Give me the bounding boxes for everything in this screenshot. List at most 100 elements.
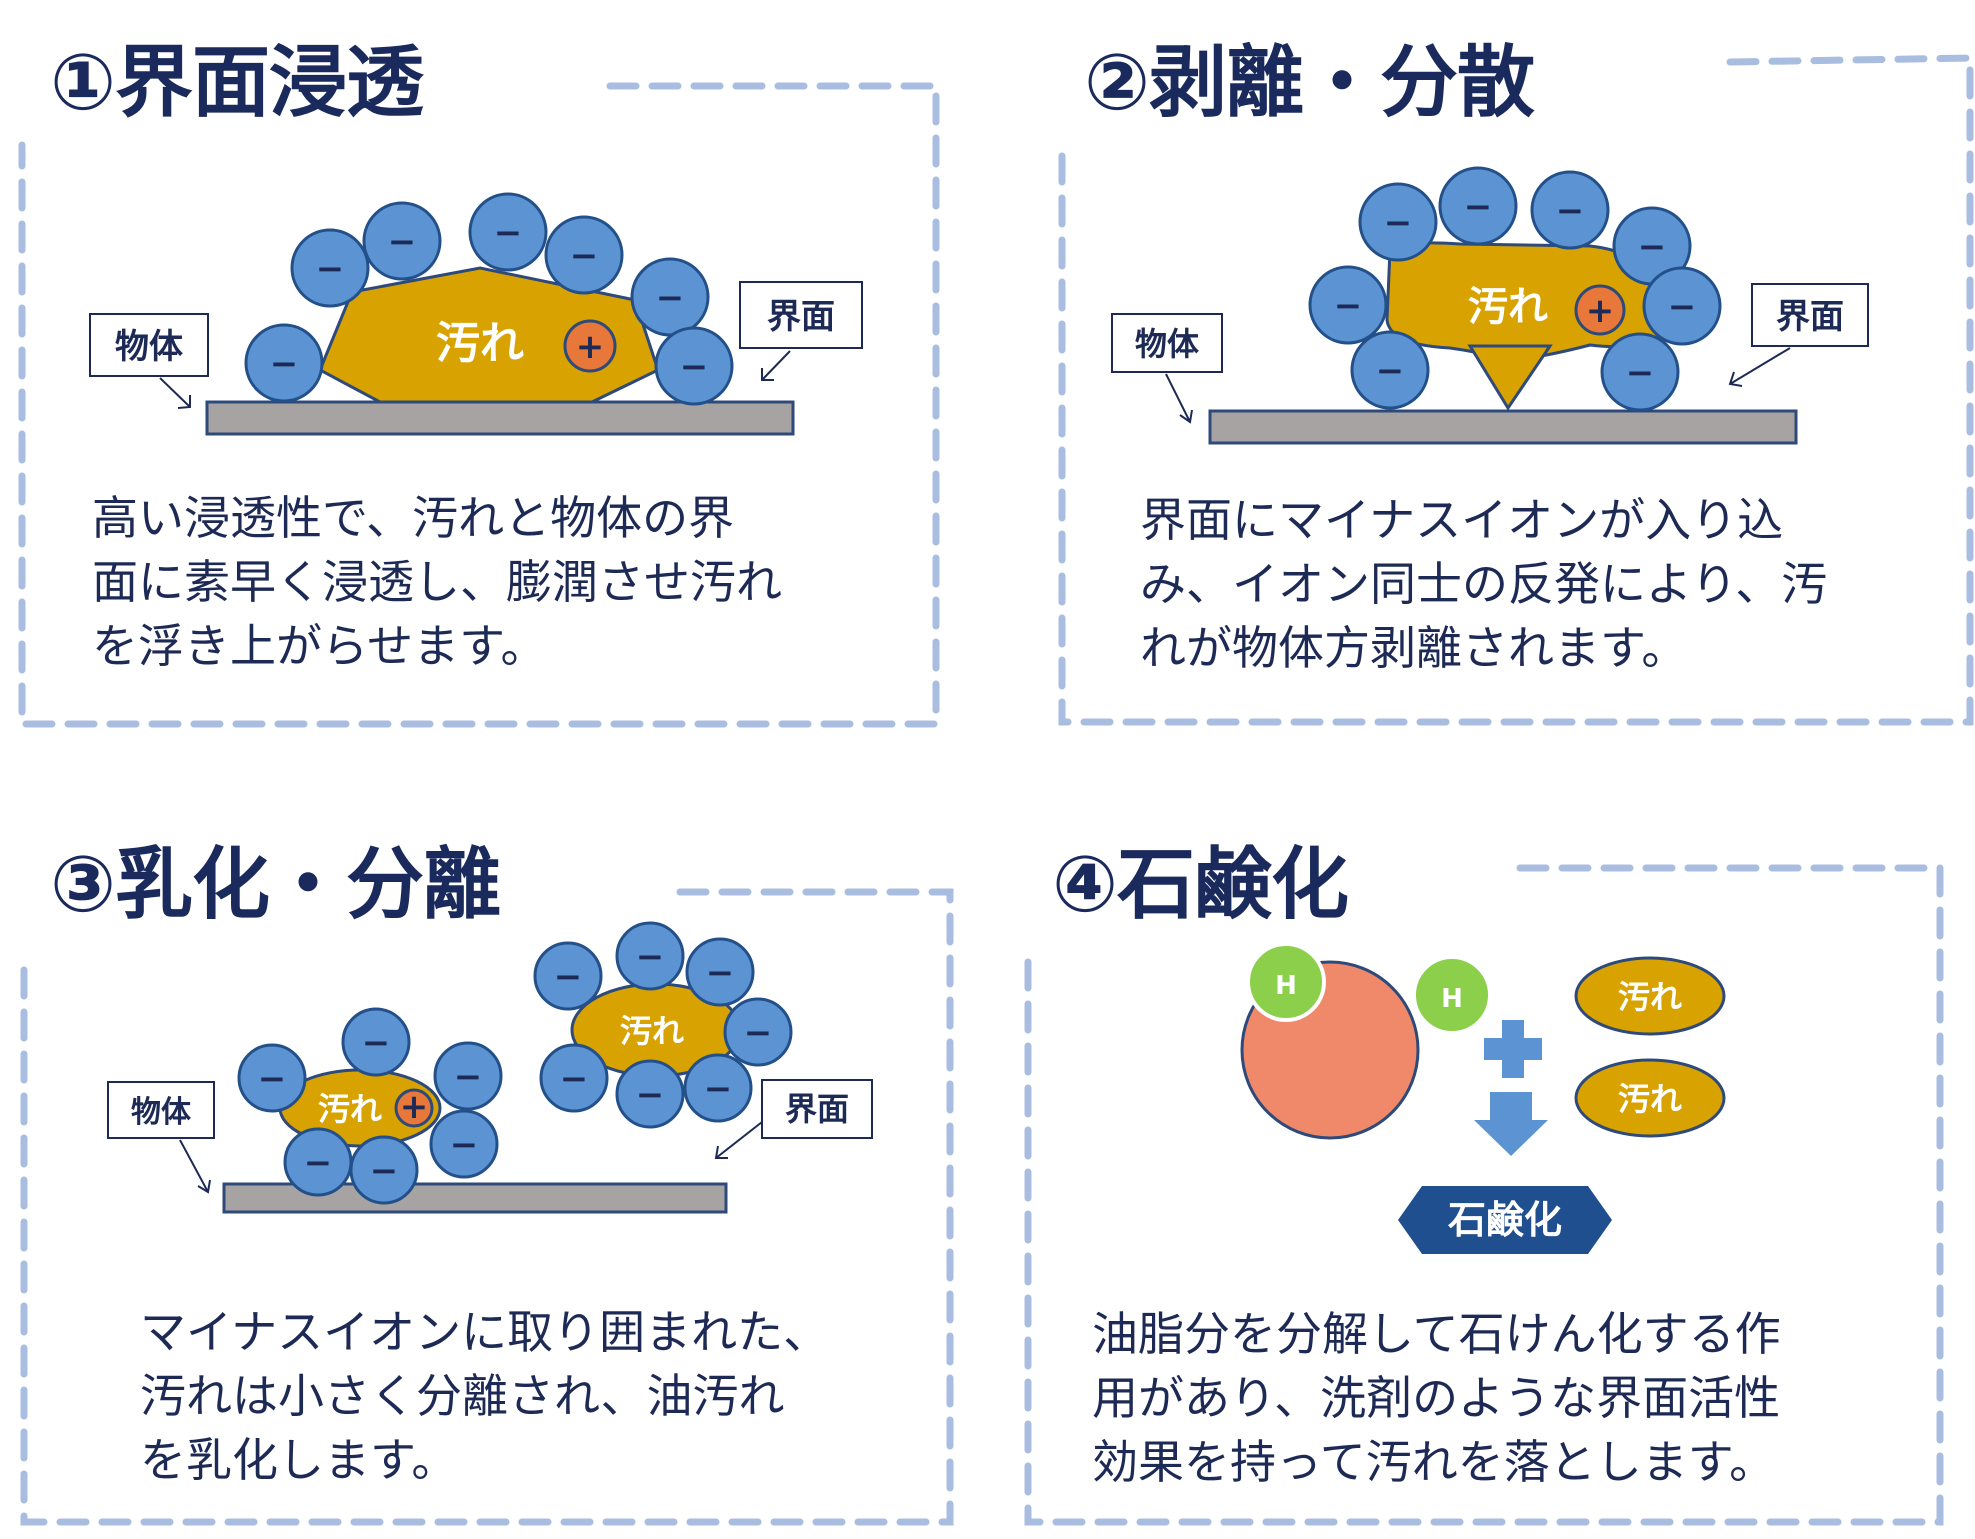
dirt-label: 汚れ	[620, 1012, 684, 1050]
desc-line: 界面にマイナスイオンが入り込	[1140, 493, 1784, 547]
panel-3-description-text: マイナスイオンに取り囲まれた、 汚れは小さく分離され、油汚れ を乳化します。	[140, 1300, 829, 1492]
minus-ion	[1350, 330, 1430, 410]
panel-saponification: ④石鹸化 H H 汚れ 汚れ 石鹸化 油脂分を分解して石けん化する作 用があり、…	[1000, 800, 1975, 1539]
dirt-label: 汚れ	[1618, 1080, 1682, 1118]
object-pointer-arrow	[179, 1139, 209, 1193]
minus-sign: −	[454, 1057, 483, 1097]
panel-1-description: 高い浸透性で、汚れと物体の界 面に素早く浸透し、膨潤させ汚れ を浮き上がらせます…	[92, 486, 782, 678]
minus-ion	[349, 1135, 419, 1205]
panel-4-description: 油脂分を分解して石けん化する作 用があり、洗剤のような界面活性 効果を持って汚れ…	[1092, 1302, 1781, 1494]
desc-line: み、イオン同士の反発により、汚	[1140, 557, 1828, 611]
minus-sign: −	[258, 1059, 287, 1099]
minus-sign: −	[316, 249, 345, 289]
minus-sign: −	[362, 1023, 391, 1063]
desc-line: 用があり、洗剤のような界面活性	[1092, 1371, 1781, 1425]
minus-ion	[544, 215, 624, 295]
desc-line: 効果を持って汚れを落とします。	[1092, 1435, 1776, 1489]
minus-sign: −	[560, 1059, 589, 1099]
minus-ion	[1308, 265, 1388, 345]
dirt-blob	[318, 266, 660, 404]
minus-ion	[683, 1053, 753, 1123]
dirt-droplet	[1574, 956, 1726, 1036]
minus-ion	[237, 1043, 307, 1113]
panel-4-dashed-border	[1024, 864, 1944, 1526]
minus-sign: −	[570, 236, 599, 276]
minus-ion	[615, 1059, 685, 1129]
object-pointer-arrow	[159, 377, 191, 408]
hydrogen-atom	[1246, 942, 1326, 1022]
panel-1-dashed-border	[18, 82, 940, 728]
interface-pointer-arrow	[761, 350, 791, 381]
minus-ion	[685, 937, 755, 1007]
panel-interface-penetration: ①界面浸透 − − − − − − − 汚れ + 物体 界面	[0, 0, 960, 740]
plus-sign: +	[400, 1087, 429, 1127]
desc-line: 汚れは小さく分離され、油汚れ	[140, 1369, 785, 1423]
object-surface	[1208, 409, 1798, 445]
minus-ion	[341, 1007, 411, 1077]
desc-line: 油脂分を分解して石けん化する作	[1092, 1307, 1781, 1361]
interface-label-box	[1751, 283, 1869, 347]
minus-ion	[1600, 332, 1680, 412]
minus-sign: −	[706, 953, 735, 993]
dirt-label: 汚れ	[1618, 978, 1682, 1016]
dirt-label: 汚れ	[436, 318, 524, 369]
desc-line: 面に素早く浸透し、膨潤させ汚れ	[92, 555, 782, 609]
desc-line: を乳化します。	[140, 1433, 458, 1487]
minus-ions: − − − − − − − −	[1308, 166, 1722, 412]
minus-ion	[468, 192, 548, 272]
minus-ion	[615, 921, 685, 991]
panel-2-illustration: − − − − − − − − 汚れ + 物体 界面	[1111, 166, 1869, 445]
interface-label: 界面	[785, 1090, 849, 1128]
object-label: 物体	[115, 327, 183, 367]
interface-pointer-arrow	[1729, 347, 1791, 385]
panel-emulsification-separation: ③乳化・分離 − − − − − − − − −	[0, 800, 980, 1539]
minus-ion	[1642, 266, 1722, 346]
arrowhead	[197, 1179, 211, 1194]
plus-sign: +	[1586, 291, 1615, 331]
minus-sign: −	[680, 347, 709, 387]
panel-4-title: ④石鹸化	[1052, 840, 1349, 930]
minus-sign: −	[1464, 187, 1493, 227]
minus-ion	[1438, 166, 1518, 246]
panel-1-illustration: − − − − − − − 汚れ + 物体 界面	[89, 192, 863, 436]
panel-3-dashed-border	[20, 888, 954, 1526]
dirt-label: 汚れ	[1468, 284, 1548, 330]
minus-sign: −	[1384, 203, 1413, 243]
desc-line: を浮き上がらせます。	[92, 619, 547, 673]
minus-sign: −	[270, 344, 299, 384]
saponification-badge	[1398, 1186, 1612, 1254]
minus-sign: −	[304, 1143, 333, 1183]
minus-sign: −	[554, 957, 583, 997]
minus-sign: −	[1376, 351, 1405, 391]
minus-sign: −	[370, 1151, 399, 1191]
minus-sign: −	[656, 278, 685, 318]
plus-operator-icon	[1484, 1020, 1542, 1078]
desc-line: れが物体方剥離されます。	[1140, 621, 1688, 675]
object-label: 物体	[1135, 325, 1199, 363]
interface-pointer-arrow	[715, 1121, 763, 1159]
saponification-badge-label: 石鹸化	[1448, 1198, 1562, 1242]
minus-ions: − − − − − − − − − − − − −	[237, 921, 793, 1205]
minus-ion	[362, 201, 442, 281]
arrowhead	[1728, 371, 1743, 387]
minus-sign: −	[1668, 287, 1697, 327]
minus-ion	[723, 997, 793, 1067]
minus-sign: −	[636, 1075, 665, 1115]
interface-label-box	[739, 281, 863, 349]
interface-label-box	[761, 1079, 873, 1139]
panel-4-illustration: H H 汚れ 汚れ 石鹸化	[1240, 942, 1726, 1254]
hydrogen-atom	[1412, 955, 1492, 1035]
minus-ion	[290, 228, 370, 308]
hydrogen-label: H	[1441, 984, 1463, 1014]
minus-ions: − − − − − − −	[244, 192, 734, 406]
plus-charge-icon	[394, 1088, 434, 1128]
arrowhead	[761, 368, 774, 381]
minus-ion	[533, 941, 603, 1011]
object-label-box	[107, 1081, 215, 1139]
minus-ion	[1358, 182, 1438, 262]
minus-sign: −	[388, 222, 417, 262]
arrowhead	[714, 1145, 728, 1159]
desc-line: 高い浸透性で、汚れと物体の界	[92, 491, 735, 545]
down-arrow-icon	[1474, 1092, 1548, 1156]
interface-label: 界面	[1776, 297, 1844, 337]
